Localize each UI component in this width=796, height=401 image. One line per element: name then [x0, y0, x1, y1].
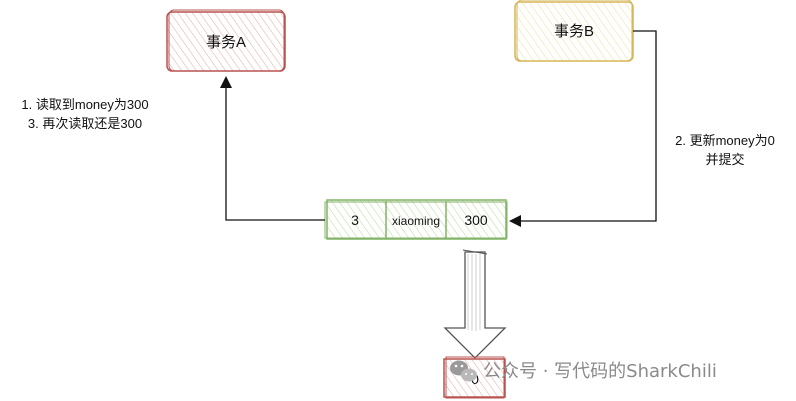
wechat-icon — [450, 360, 477, 382]
data-row: 3 xiaoming 300 — [324, 199, 508, 240]
note-b-line-2: 并提交 — [705, 152, 744, 167]
row-cell-money: 300 — [464, 212, 488, 228]
update-arrow — [509, 30, 657, 227]
row-cell-name: xiaoming — [392, 214, 440, 228]
watermark-text: 公众号 · 写代码的SharkChili — [483, 361, 717, 382]
commit-down-arrow — [443, 249, 507, 359]
row-cell-id: 3 — [351, 212, 359, 228]
note-a-line-2: 3. 再次读取还是300 — [28, 116, 142, 131]
transaction-b-box: 事务B — [514, 0, 634, 62]
transaction-b-label: 事务B — [554, 23, 594, 40]
watermark: 公众号 · 写代码的SharkChili — [450, 360, 717, 382]
note-b-line-1: 2. 更新money为0 — [675, 133, 775, 148]
transaction-a-box: 事务A — [166, 9, 286, 72]
note-a-line-1: 1. 读取到money为300 — [21, 97, 148, 112]
note-transaction-a: 1. 读取到money为300 3. 再次读取还是300 — [21, 97, 148, 131]
transaction-a-label: 事务A — [206, 34, 246, 51]
note-transaction-b: 2. 更新money为0 并提交 — [675, 133, 775, 167]
read-arrow — [220, 76, 325, 221]
